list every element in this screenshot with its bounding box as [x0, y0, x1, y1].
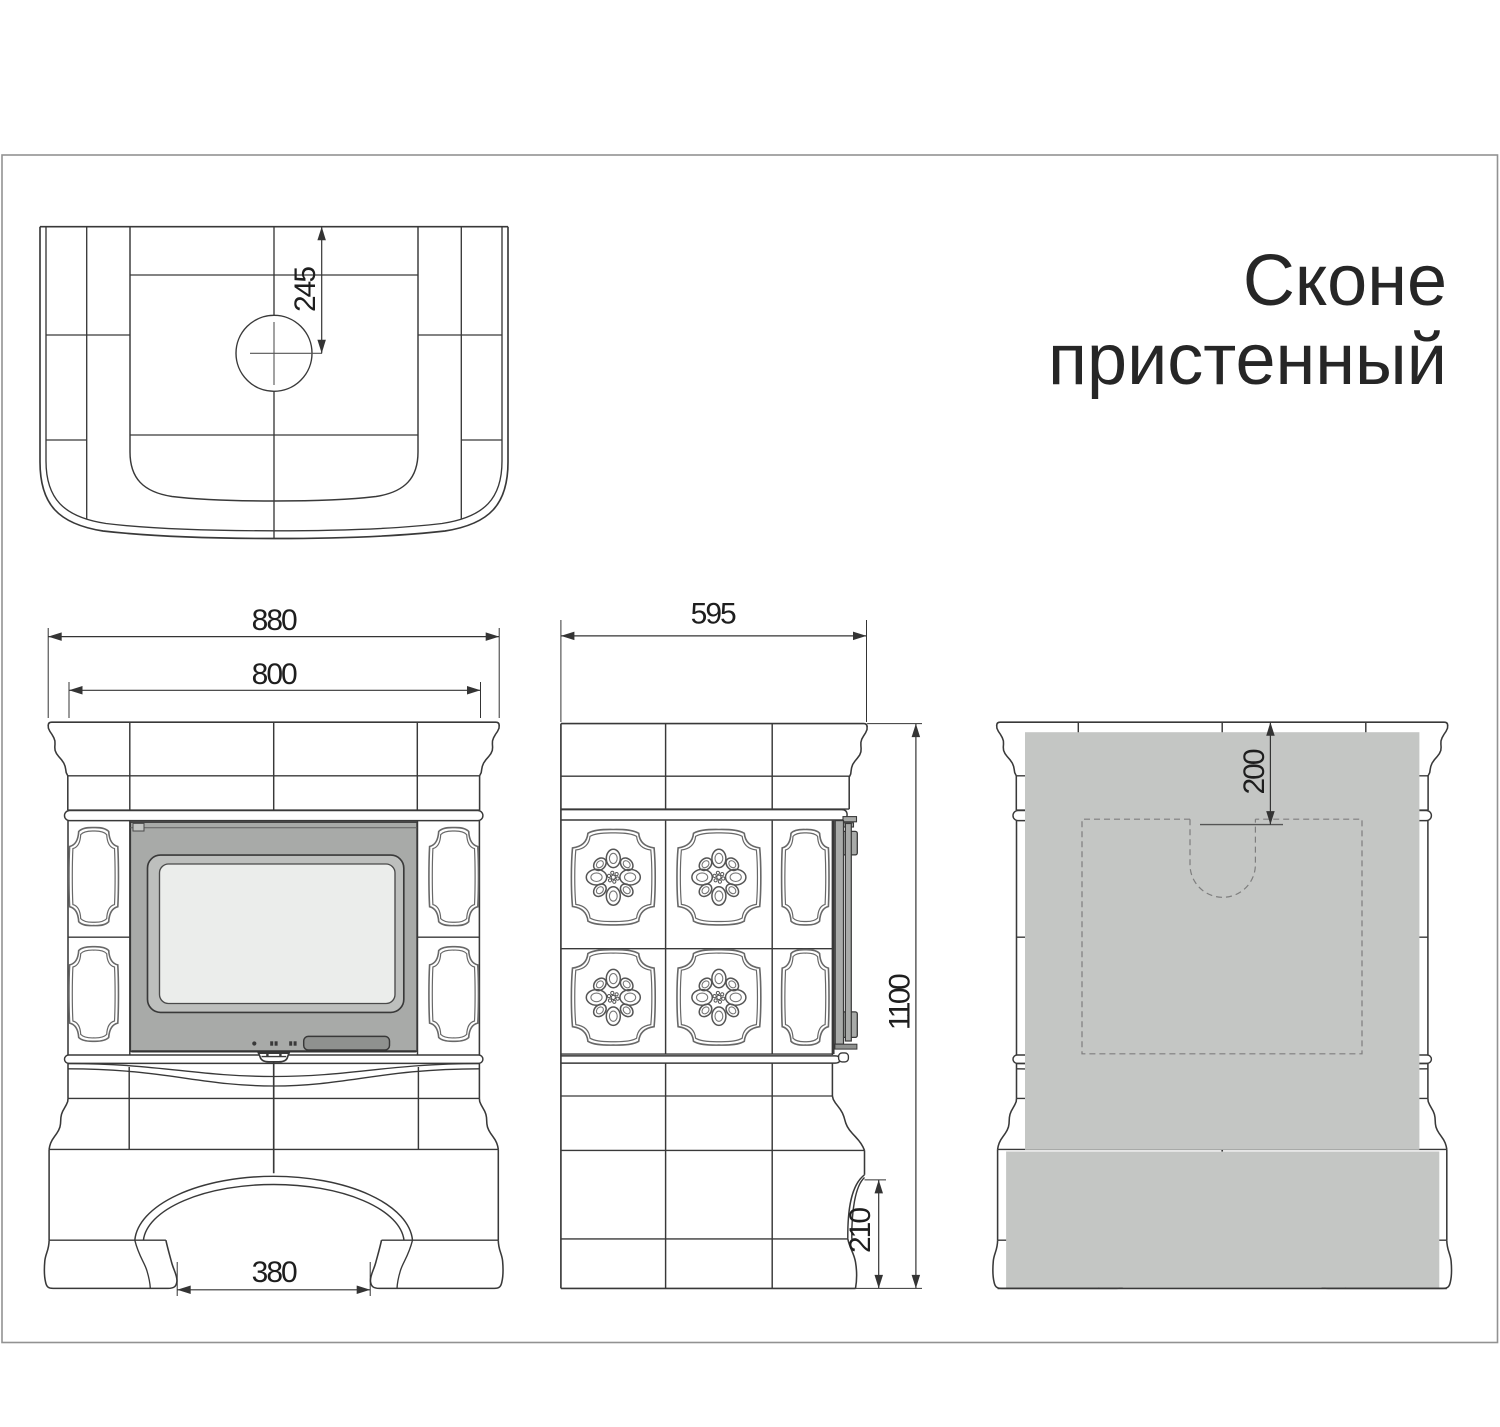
svg-text:595: 595 — [691, 598, 736, 631]
svg-text:800: 800 — [252, 658, 297, 691]
svg-text:пристенный: пристенный — [1048, 320, 1447, 400]
svg-text:210: 210 — [844, 1208, 877, 1253]
svg-text:Сконе: Сконе — [1243, 241, 1447, 321]
svg-text:200: 200 — [1238, 749, 1271, 794]
svg-text:245: 245 — [289, 267, 322, 312]
svg-text:1100: 1100 — [884, 974, 917, 1030]
svg-text:380: 380 — [252, 1256, 297, 1289]
svg-text:880: 880 — [252, 604, 297, 637]
